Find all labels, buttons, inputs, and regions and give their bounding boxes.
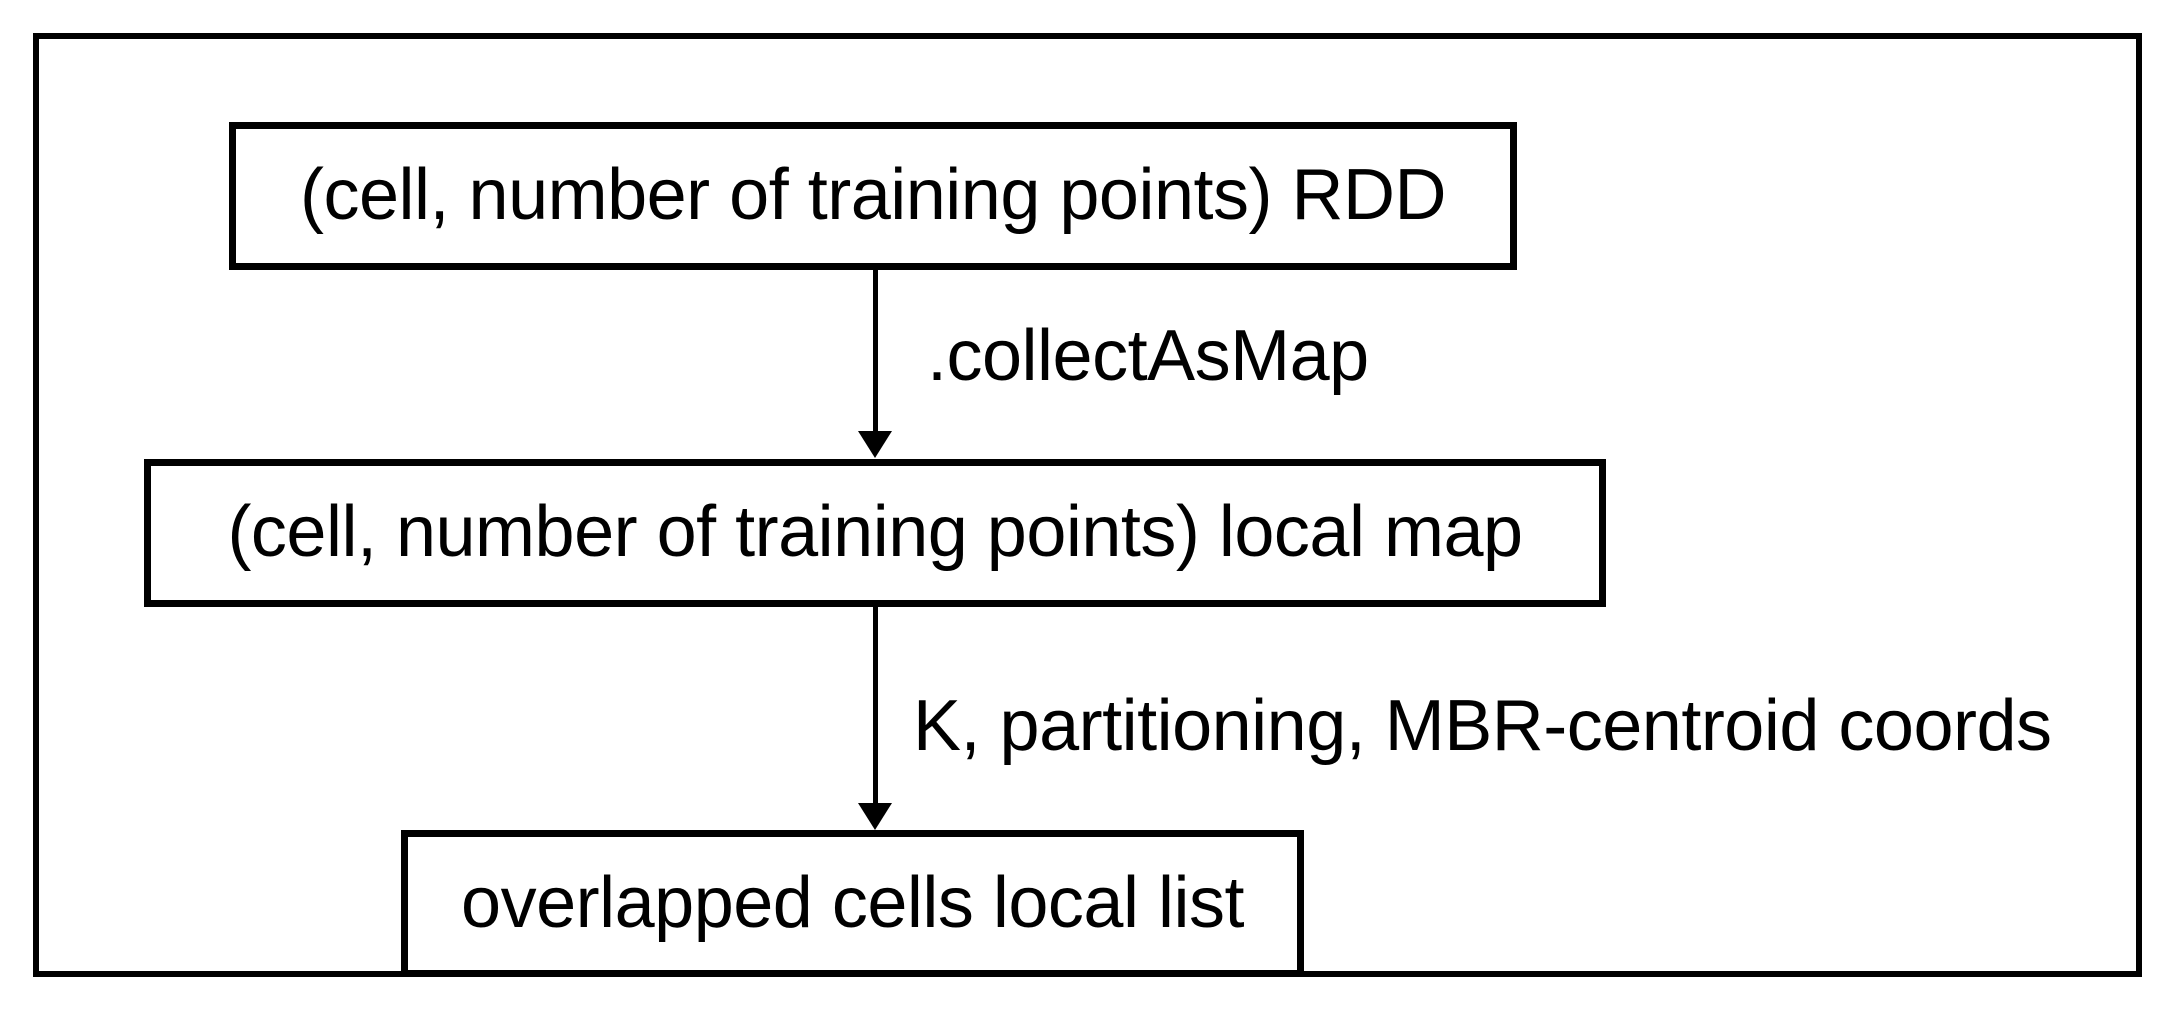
edge-1-label: .collectAsMap — [927, 316, 1369, 396]
node-overlapped-cells-local-list[interactable]: overlapped cells local list — [401, 830, 1304, 977]
node-cell-training-points-local-map[interactable]: (cell, number of training points) local … — [144, 459, 1606, 607]
node-label: overlapped cells local list — [461, 862, 1244, 943]
node-label: (cell, number of training points) local … — [227, 492, 1523, 573]
diagram-outer-frame: (cell, number of training points) RDD .c… — [33, 33, 2142, 977]
node-cell-training-points-rdd[interactable]: (cell, number of training points) RDD — [229, 122, 1517, 270]
edge-1-shaft — [873, 270, 878, 435]
node-label: (cell, number of training points) RDD — [300, 155, 1446, 236]
edge-2-arrowhead-icon — [858, 803, 892, 830]
edge-2-label: K, partitioning, MBR-centroid coords — [913, 686, 2052, 766]
edge-2-shaft — [873, 607, 878, 807]
edge-1-arrowhead-icon — [858, 431, 892, 458]
